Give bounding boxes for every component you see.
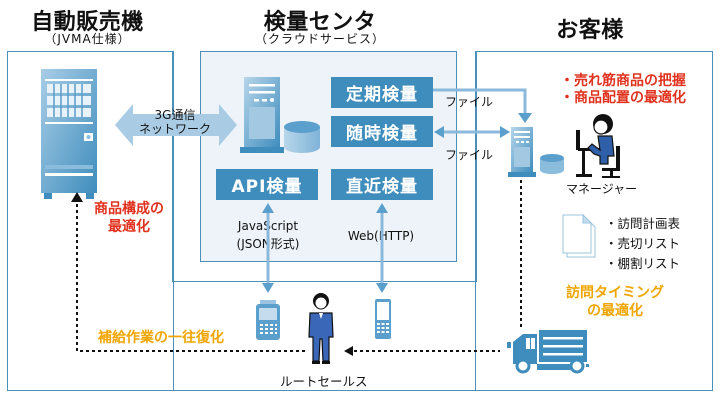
document-item-2: ・売切リスト	[605, 236, 681, 251]
document-item-1: ・訪問計画表	[605, 216, 681, 231]
customer-database-icon	[540, 154, 564, 174]
document-item-3: ・棚割リスト	[605, 256, 681, 271]
vending-machine-icon	[41, 69, 97, 199]
customer-server-icon	[508, 127, 536, 177]
dotted-line-customer-to-truck	[520, 180, 522, 330]
periodic-measure-box: 定期検量	[331, 77, 433, 108]
center-server-icon	[240, 77, 284, 153]
mobile-phone-icon	[375, 299, 391, 339]
center-subtitle: （クラウドサービス）	[254, 32, 385, 46]
visit-timing-line2: の最適化	[587, 303, 643, 319]
file-double-arrow	[434, 126, 510, 138]
file-arrow-top	[433, 88, 532, 123]
ondemand-measure-box: 随時検量	[331, 116, 433, 147]
center-outer-frame	[172, 51, 477, 282]
product-mix-line2: 最適化	[108, 219, 150, 235]
customer-frame	[475, 51, 713, 391]
customer-benefit-2: ・商品配置の最適化	[560, 90, 686, 106]
center-database-icon	[284, 121, 320, 153]
api-measure-box: API検量	[216, 169, 318, 200]
manager-label: マネージャー	[566, 182, 638, 196]
network-label-line2: ネットワーク	[138, 122, 211, 136]
file-label-bottom: ファイル	[445, 148, 494, 162]
dotted-arrow-sales-to-vending	[71, 192, 305, 352]
route-sales-person-icon	[308, 293, 334, 364]
visit-timing-line1: 訪問タイミング	[566, 285, 664, 301]
document-icon	[562, 213, 596, 258]
file-label-top: ファイル	[445, 95, 494, 109]
customer-benefit-1: ・売れ筋商品の把握	[560, 73, 686, 89]
replenish-label: 補給作業の一往復化	[98, 330, 224, 346]
truck-icon	[507, 330, 589, 374]
vending-subtitle: （JVMA仕様）	[44, 32, 131, 46]
center-title: 検量センタ	[263, 10, 377, 35]
product-mix-line1: 商品構成の	[94, 201, 164, 217]
web-vertical-arrow	[376, 203, 388, 293]
dotted-arrow-truck-to-sales	[344, 346, 500, 356]
network-label-line1: 3G通信	[154, 108, 196, 122]
route-sales-label: ルートセールス	[280, 374, 368, 389]
vending-title: 自動販売機	[31, 10, 144, 35]
network-double-arrow	[115, 104, 237, 146]
outer-bottom-frame	[7, 51, 713, 391]
customer-title: お客様	[556, 18, 624, 43]
manager-icon	[576, 114, 620, 178]
api-vertical-arrow	[262, 203, 274, 293]
handheld-terminal-icon	[256, 300, 280, 340]
recent-measure-box: 直近検量	[331, 169, 433, 200]
